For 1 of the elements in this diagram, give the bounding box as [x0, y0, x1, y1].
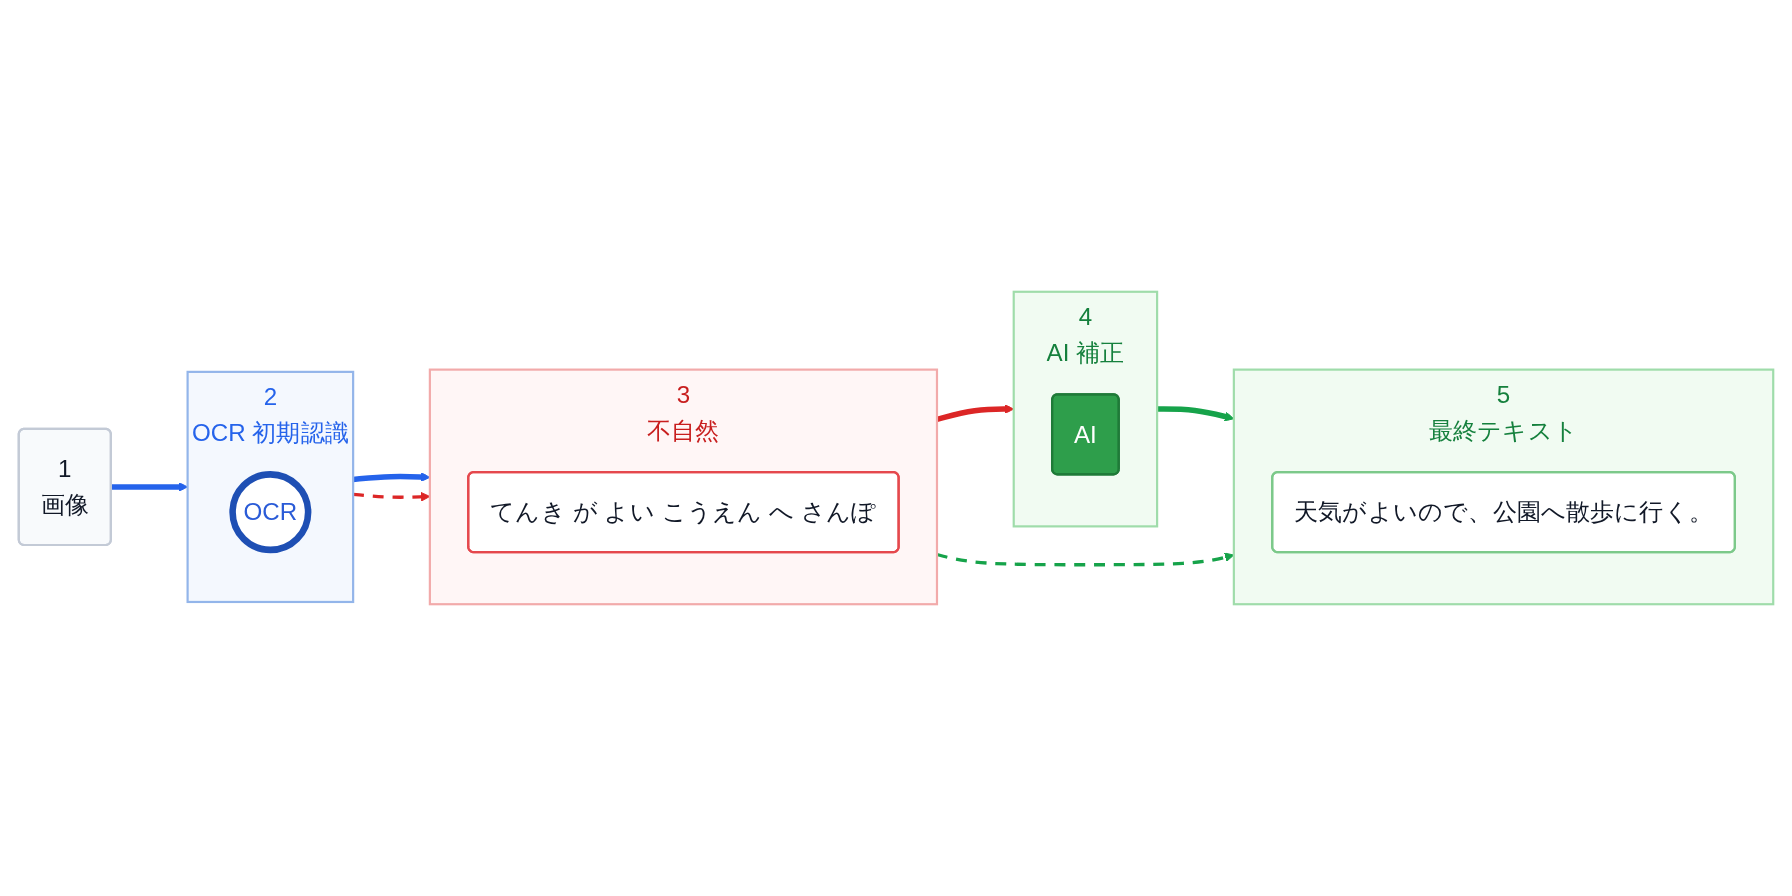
node-circle: OCR [229, 471, 312, 554]
